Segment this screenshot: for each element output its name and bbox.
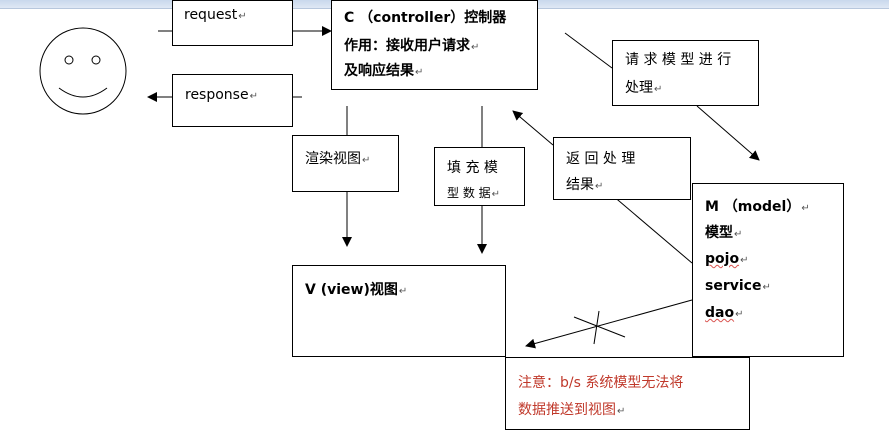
fill-model-box: 填 充 模 型 数 据↵	[434, 147, 525, 206]
return-arrow	[512, 110, 554, 146]
model-item-service: service↵	[705, 278, 771, 294]
view-box: V (view)视图↵	[292, 265, 506, 357]
fill-model-line-2: 型 数 据↵	[447, 186, 501, 200]
request-model-box: 请 求 模 型 进 行 处理↵	[612, 40, 759, 106]
request-model-line-a	[564, 32, 613, 69]
render-view-box: 渲染视图↵	[292, 135, 399, 192]
note-box: 注意：b/s 系统模型无法将 数据推送到视图↵	[505, 357, 750, 430]
return-result-box: 返 回 处 理 结果↵	[553, 137, 691, 200]
model-subtitle: 模型↵	[705, 225, 743, 241]
controller-box: C （controller）控制器 作用：接收用户请求↵ 及响应结果↵	[331, 0, 538, 90]
request-model-line-2: 处理↵	[625, 80, 663, 96]
cross-mark-b	[593, 310, 600, 345]
request-model-arrow	[696, 105, 760, 161]
fill-model-line-1: 填 充 模	[447, 160, 498, 176]
cross-mark-a	[573, 316, 626, 338]
push-arrow	[525, 299, 693, 349]
controller-line-2: 作用：接收用户请求↵	[344, 38, 480, 54]
smiley-face-icon	[39, 27, 127, 115]
request-box: request↵	[172, 0, 293, 46]
return-line-a	[611, 194, 693, 264]
controller-line-3: 及响应结果↵	[344, 63, 424, 79]
view-title: V (view)视图↵	[305, 282, 408, 298]
model-item-dao: dao↵	[705, 305, 744, 321]
note-line-2: 数据推送到视图↵	[518, 402, 626, 418]
model-item-pojo: pojo↵	[705, 251, 749, 267]
controller-title: C （controller）控制器	[344, 10, 507, 26]
request-model-line-1: 请 求 模 型 进 行	[625, 52, 732, 68]
return-result-line-1: 返 回 处 理	[566, 151, 636, 167]
response-label: response↵	[185, 87, 258, 103]
model-title: M （model）↵	[705, 199, 810, 215]
response-box: response↵	[172, 74, 293, 127]
render-view-label: 渲染视图↵	[305, 151, 371, 167]
return-result-line-2: 结果↵	[566, 177, 604, 193]
request-label: request↵	[184, 7, 247, 23]
model-box: M （model）↵ 模型↵ pojo↵ service↵ dao↵	[692, 183, 844, 357]
note-line-1: 注意：b/s 系统模型无法将	[518, 375, 684, 391]
